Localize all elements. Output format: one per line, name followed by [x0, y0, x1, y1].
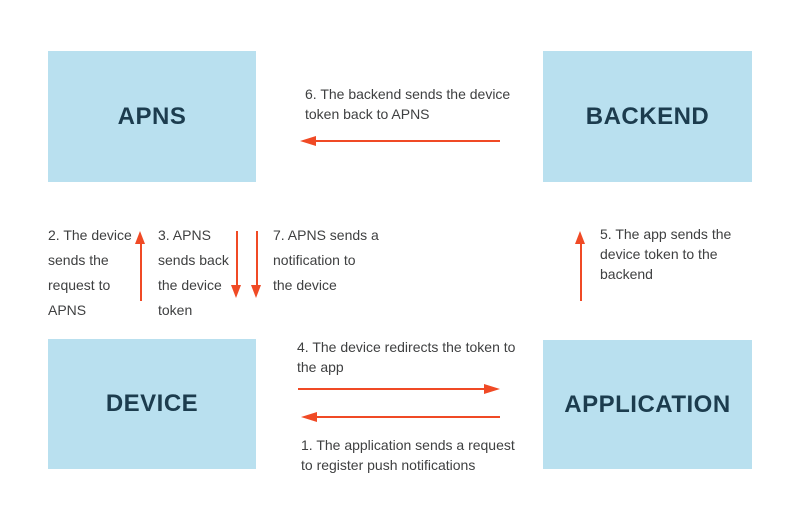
arrow-step-7-shaft	[256, 231, 258, 286]
step-5-label: 5. The app sends the device token to the…	[600, 226, 732, 282]
node-apns: APNS	[48, 51, 256, 182]
arrow-step-3-shaft	[236, 231, 238, 286]
arrowhead-down-icon	[251, 285, 261, 298]
arrowhead-down-icon	[231, 285, 241, 298]
arrowhead-up-icon	[135, 231, 145, 244]
node-backend-label: BACKEND	[585, 102, 710, 130]
node-backend: BACKEND	[543, 51, 752, 182]
arrowhead-up-icon	[575, 231, 585, 244]
arrow-step-5-shaft	[580, 243, 582, 301]
step-4-label: 4. The device redirects the token to the…	[297, 339, 516, 375]
arrowhead-left-icon	[300, 136, 316, 146]
step-1-label: 1. The application sends a request to re…	[301, 437, 515, 473]
arrow-step-1-shaft	[315, 416, 500, 418]
arrow-step-2-shaft	[140, 243, 142, 301]
node-device: DEVICE	[48, 339, 256, 469]
step-2-label: 2. The device sends the request to APNS	[48, 227, 132, 318]
arrow-step-6-shaft	[314, 140, 500, 142]
node-device-label: DEVICE	[105, 390, 199, 417]
node-apns-label: APNS	[117, 102, 187, 130]
node-application: APPLICATION	[543, 340, 752, 469]
arrowhead-left-icon	[301, 412, 317, 422]
node-application-label: APPLICATION	[564, 390, 731, 418]
arrow-step-4-shaft	[298, 388, 485, 390]
arrowhead-right-icon	[484, 384, 500, 394]
step-7-label: 7. APNS sends a notification to the devi…	[273, 227, 379, 293]
step-3-label: 3. APNS sends back the device token	[158, 227, 229, 318]
step-6-label: 6. The backend sends the device token ba…	[305, 86, 511, 122]
